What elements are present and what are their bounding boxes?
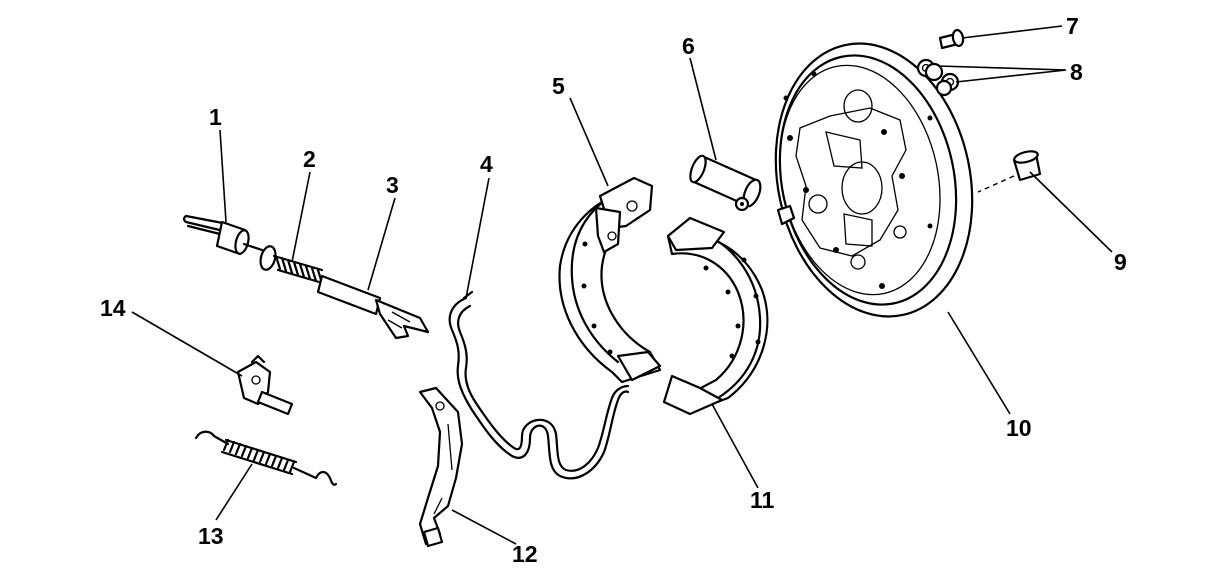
part-6-wheel-cylinder (689, 154, 762, 212)
part-10-backing-plate (774, 42, 974, 318)
label-9: 9 (1114, 249, 1127, 275)
part-4-cable-rod (448, 290, 630, 480)
label-11: 11 (750, 487, 775, 513)
label-1: 1 (209, 104, 222, 130)
label-13: 13 (198, 523, 224, 549)
label-4: 4 (480, 151, 493, 177)
part-1-adjuster-socket (182, 214, 250, 256)
label-3: 3 (386, 172, 399, 198)
part-3-adjuster-screw (316, 274, 430, 340)
part-2-adjuster-nut (242, 242, 328, 286)
label-2: 2 (303, 146, 316, 172)
label-7: 7 (1066, 13, 1079, 39)
part-14-adjuster-lever (236, 354, 294, 416)
label-14: 14 (100, 295, 126, 321)
part-11-brake-shoe (662, 216, 769, 416)
leader-lines (131, 25, 1113, 545)
part-9-plug (977, 150, 1042, 193)
label-6: 6 (682, 33, 695, 59)
label-10: 10 (1006, 415, 1032, 441)
part-12-lever (418, 386, 464, 548)
callout-labels: 1 2 3 4 5 6 7 8 9 10 11 12 13 14 (100, 13, 1127, 567)
label-5: 5 (552, 73, 565, 99)
part-7-bolt (938, 28, 965, 50)
part-5-brake-shoe (558, 176, 662, 384)
label-12: 12 (512, 541, 538, 567)
part-13-spring (194, 430, 338, 486)
label-8: 8 (1070, 59, 1083, 85)
